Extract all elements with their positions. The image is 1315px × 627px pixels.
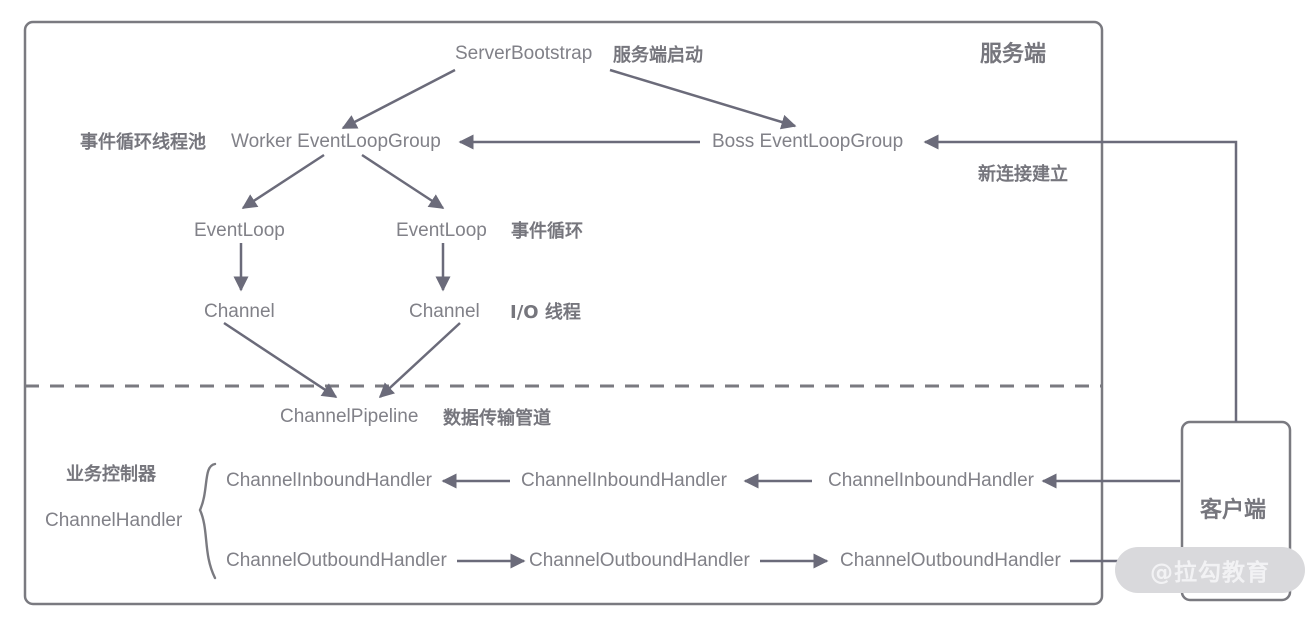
- arrow-channel-right-to-pipeline: [378, 322, 461, 399]
- client-container-title: 客户端: [1200, 498, 1267, 523]
- arrow-worker-to-eventloop-right: [361, 153, 445, 210]
- note-event-loop: 事件循环: [511, 221, 583, 242]
- node-channel-left: Channel: [204, 301, 275, 322]
- arrow-bootstrap-to-boss: [609, 68, 797, 130]
- note-io-thread: I/O 线程: [510, 302, 581, 323]
- arrow-bootstrap-to-worker: [341, 68, 456, 130]
- arrow-channel-left-to-pipeline: [223, 321, 338, 399]
- node-inbound-handler-3: ChannelInboundHandler: [828, 470, 1034, 491]
- server-container-box: [23, 20, 1104, 606]
- node-outbound-handler-3: ChannelOutboundHandler: [840, 550, 1061, 571]
- arrow-client-new-connection-to-boss: [923, 134, 1238, 422]
- note-server-bootstrap: 服务端启动: [613, 45, 703, 66]
- node-worker-event-loop-group: Worker EventLoopGroup: [231, 131, 441, 152]
- node-channel-right: Channel: [409, 301, 480, 322]
- node-channel-handler: ChannelHandler: [45, 510, 183, 531]
- note-pipeline: 数据传输管道: [443, 408, 551, 429]
- watermark-label: @拉勾教育: [1115, 547, 1305, 593]
- node-outbound-handler-1: ChannelOutboundHandler: [226, 550, 447, 571]
- node-event-loop-right: EventLoop: [396, 220, 487, 241]
- note-business-controller: 业务控制器: [66, 464, 156, 485]
- node-event-loop-left: EventLoop: [194, 220, 285, 241]
- server-container-title: 服务端: [980, 42, 1047, 67]
- node-inbound-handler-2: ChannelInboundHandler: [521, 470, 727, 491]
- node-outbound-handler-2: ChannelOutboundHandler: [529, 550, 750, 571]
- channel-handler-brace: [198, 462, 217, 580]
- node-inbound-handler-1: ChannelInboundHandler: [226, 470, 432, 491]
- note-new-connection: 新连接建立: [978, 164, 1068, 185]
- arrow-worker-to-eventloop-left: [241, 153, 325, 210]
- node-channel-pipeline: ChannelPipeline: [280, 406, 419, 427]
- note-event-loop-pool: 事件循环线程池: [80, 132, 206, 153]
- node-boss-event-loop-group: Boss EventLoopGroup: [712, 131, 904, 152]
- node-server-bootstrap: ServerBootstrap: [455, 43, 593, 64]
